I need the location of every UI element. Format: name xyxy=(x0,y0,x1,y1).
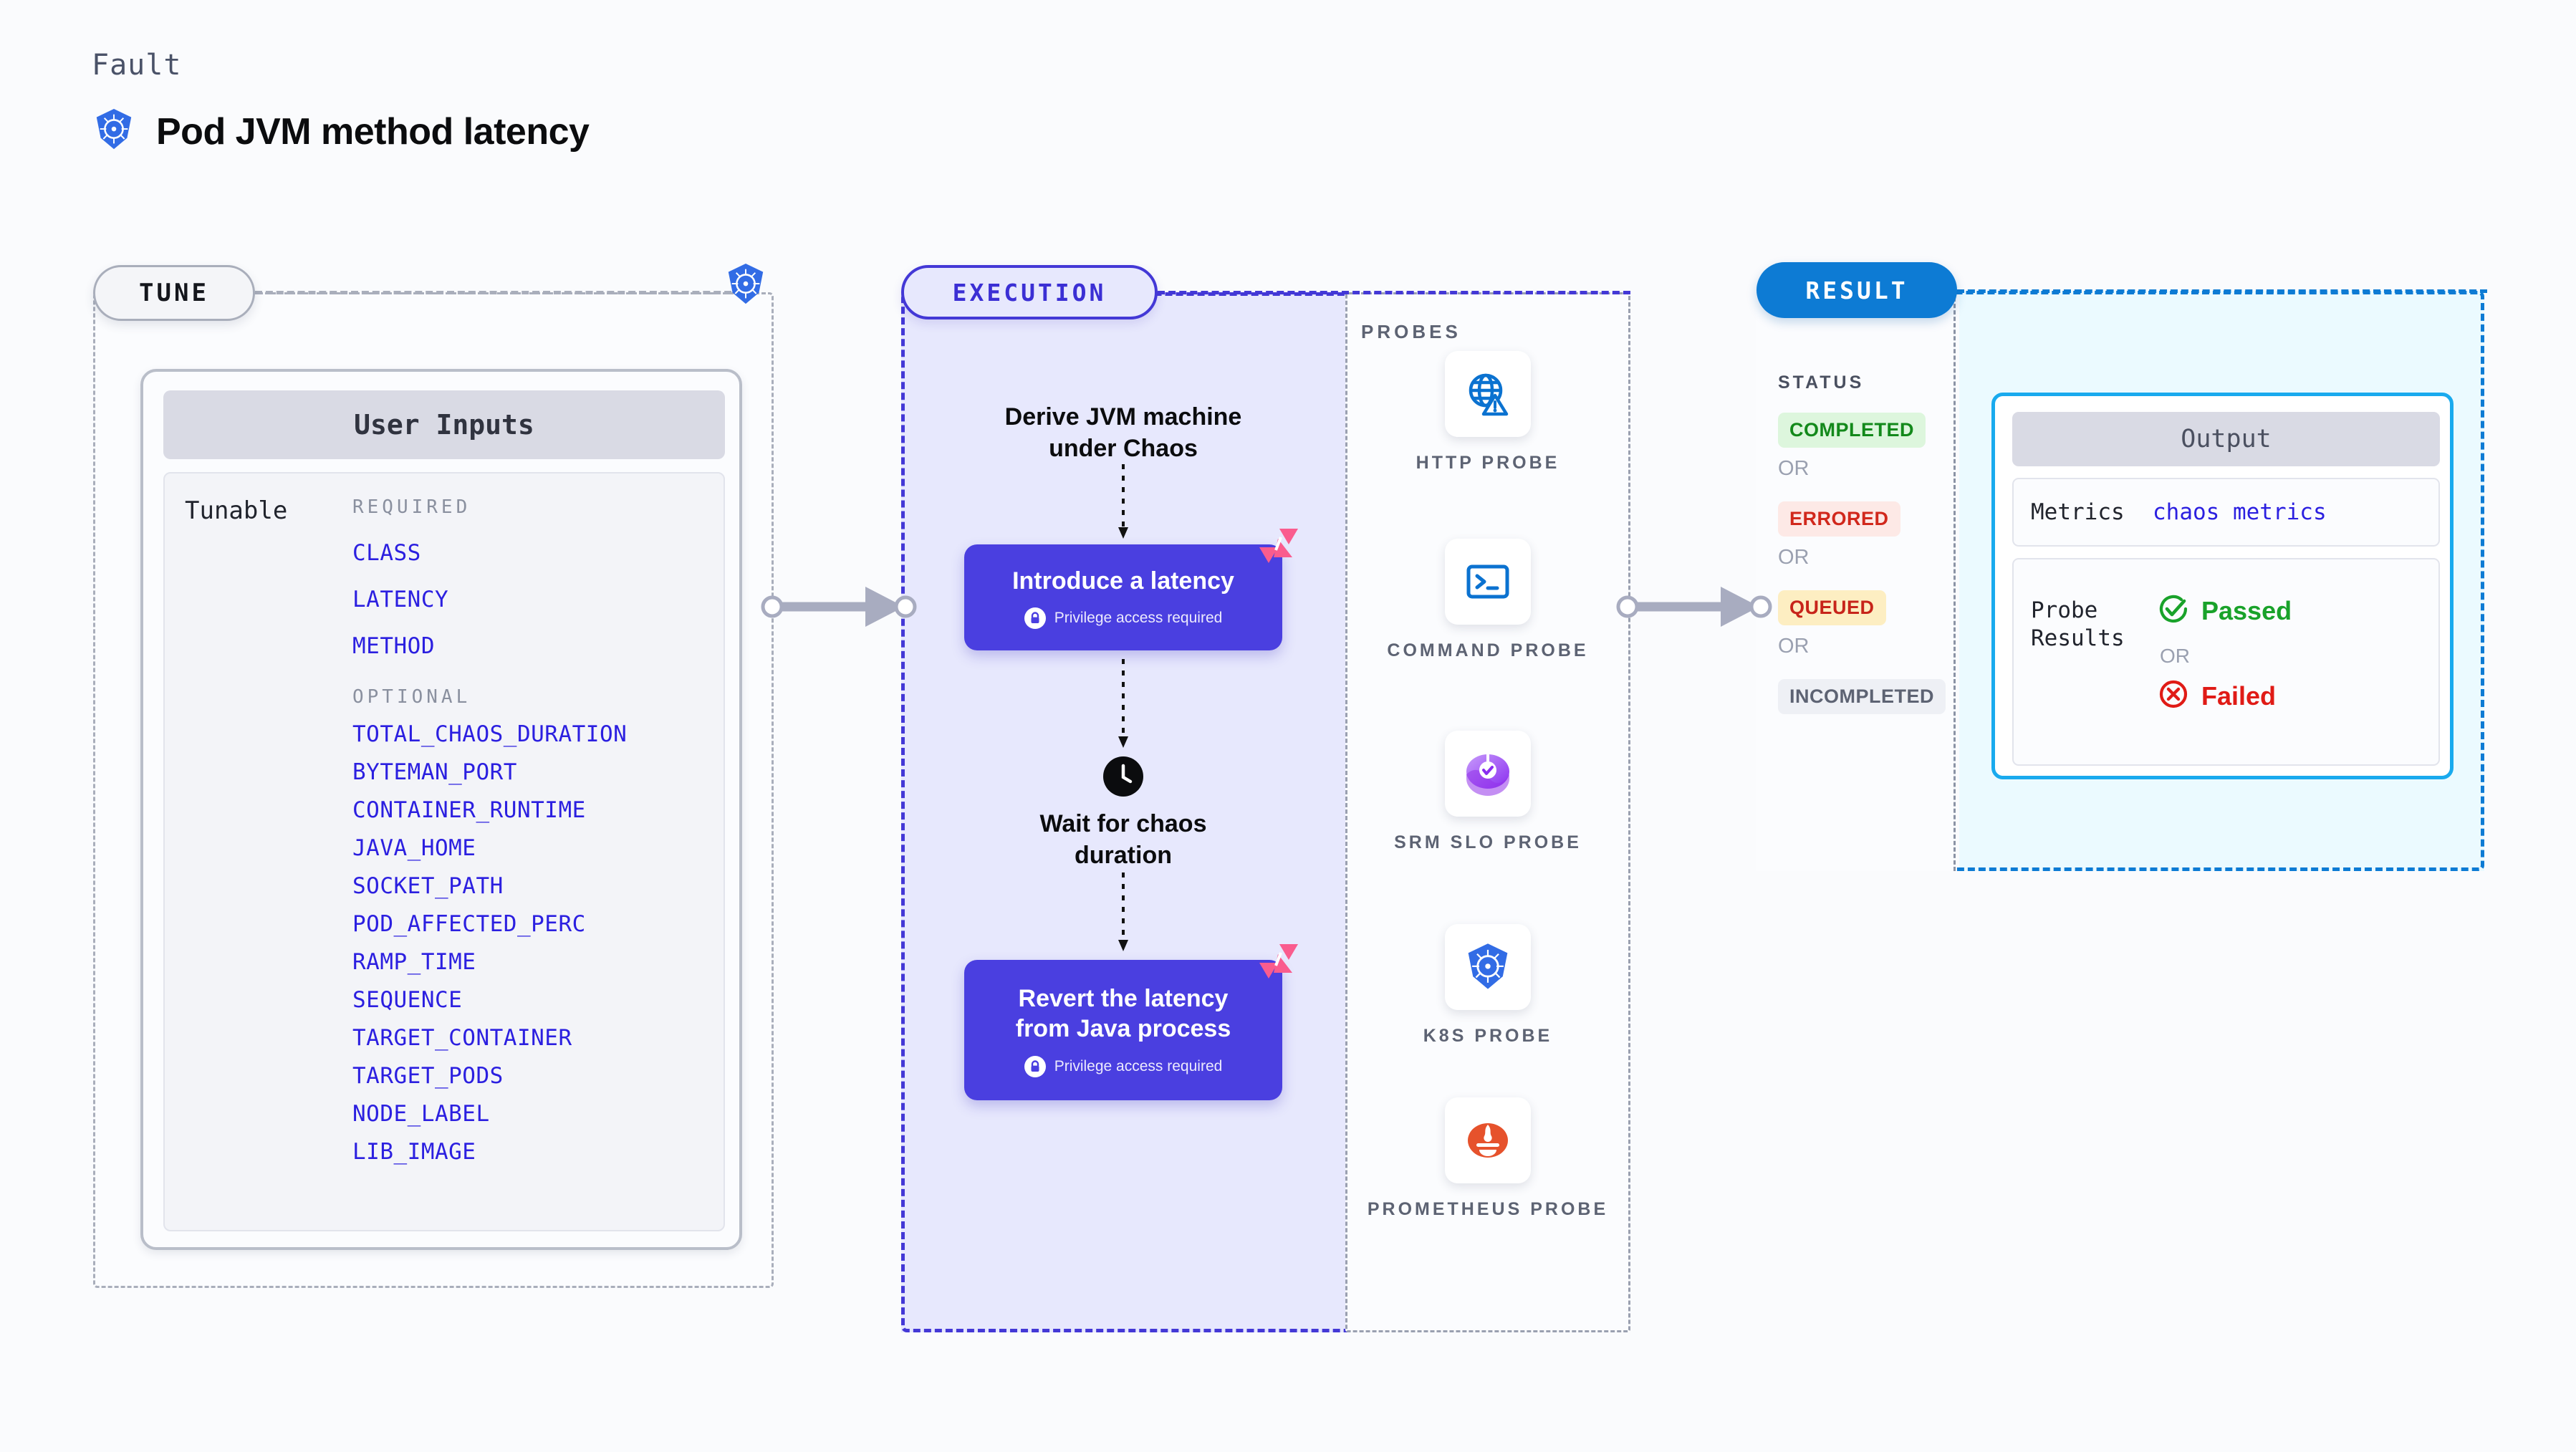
parameter-item[interactable]: RAMP_TIME xyxy=(352,949,476,975)
check-circle-icon xyxy=(2157,592,2190,629)
lock-icon xyxy=(1024,607,1046,630)
connector-tune-to-execution xyxy=(761,587,917,627)
failed-label: Failed xyxy=(2201,681,2277,711)
probe-http[interactable]: HTTP PROBE xyxy=(1345,351,1630,476)
parameter-item[interactable]: NODE_LABEL xyxy=(352,1101,490,1127)
privilege-note: Privilege access required xyxy=(1024,607,1223,630)
status-badge: INCOMPLETED xyxy=(1778,679,1946,714)
output-card: Output Metrics chaos metrics Probe Resul… xyxy=(1991,393,2454,779)
parameter-item[interactable]: TOTAL_CHAOS_DURATION xyxy=(352,721,628,747)
tune-connector-line xyxy=(255,291,742,294)
page-title: Pod JVM method latency xyxy=(156,110,590,153)
page-header: Fault Pod JVM method latency xyxy=(92,49,590,155)
clock-icon xyxy=(1103,756,1143,800)
metrics-row: Metrics chaos metrics xyxy=(2012,478,2440,547)
kubernetes-icon xyxy=(724,262,768,310)
parameter-item[interactable]: TARGET_CONTAINER xyxy=(352,1025,572,1051)
probe-command[interactable]: COMMAND PROBE xyxy=(1345,539,1630,663)
output-title: Output xyxy=(2012,412,2440,466)
parameter-item[interactable]: CLASS xyxy=(352,540,421,566)
connector-execution-to-result xyxy=(1616,587,1772,627)
parameter-item[interactable]: JAVA_HOME xyxy=(352,835,476,861)
or-label: OR xyxy=(2160,645,2190,667)
litmus-icon xyxy=(1259,944,1298,982)
probe-prometheus[interactable]: PROMETHEUS PROBE xyxy=(1345,1097,1630,1222)
status-badge: ERRORED xyxy=(1778,501,1900,537)
privilege-text: Privilege access required xyxy=(1054,1057,1223,1074)
status-badge: COMPLETED xyxy=(1778,413,1926,448)
probe-result-passed: Passed xyxy=(2157,592,2292,629)
flow-step-introduce-latency[interactable]: Introduce a latency Privilege access req… xyxy=(964,529,1298,650)
metrics-value[interactable]: chaos metrics xyxy=(2153,499,2327,525)
parameter-item[interactable]: LATENCY xyxy=(352,587,449,612)
or-label: OR xyxy=(1778,457,1810,480)
user-inputs-card: User Inputs Tunable REQUIRED CLASS LATENCY… xyxy=(140,369,742,1250)
arrow-down-icon xyxy=(1118,659,1128,748)
arrow-down-icon xyxy=(1118,464,1128,539)
parameter-section-heading: OPTIONAL xyxy=(352,686,471,708)
probe-label: SRM SLO PROBE xyxy=(1394,832,1582,852)
fault-kicker: Fault xyxy=(92,49,182,82)
parameter-item[interactable]: METHOD xyxy=(352,633,435,659)
probe-results-key: Probe Results xyxy=(2031,597,2125,651)
parameter-item[interactable]: SEQUENCE xyxy=(352,987,463,1013)
probe-label: HTTP PROBE xyxy=(1416,453,1560,473)
probe-result-failed: Failed xyxy=(2157,678,2292,714)
probe-label: PROMETHEUS PROBE xyxy=(1367,1199,1609,1219)
parameter-item[interactable]: LIB_IMAGE xyxy=(352,1139,476,1165)
user-inputs-title: User Inputs xyxy=(163,390,725,459)
parameter-section-heading: REQUIRED xyxy=(352,496,471,518)
status-label: STATUS xyxy=(1778,372,1865,393)
metrics-key: Metrics xyxy=(2031,499,2125,525)
status-badge: QUEUED xyxy=(1778,590,1886,625)
result-connector-line xyxy=(1957,289,2487,293)
execution-connector-line xyxy=(1158,291,1630,294)
probes-section-label: PROBES xyxy=(1361,321,1461,342)
probe-k8s[interactable]: K8S PROBE xyxy=(1345,924,1630,1049)
kubernetes-icon xyxy=(1445,924,1531,1010)
passed-label: Passed xyxy=(2201,595,2292,625)
or-label: OR xyxy=(1778,635,1810,658)
privilege-text: Privilege access required xyxy=(1054,610,1223,627)
or-label: OR xyxy=(1778,546,1810,569)
kubernetes-icon xyxy=(92,107,136,155)
litmus-icon xyxy=(1259,529,1298,567)
probe-label: COMMAND PROBE xyxy=(1387,640,1589,660)
probe-results-row: Probe Results Passed OR xyxy=(2012,558,2440,766)
srm-slo-icon xyxy=(1445,731,1531,817)
flow-step-title: Introduce a latency xyxy=(1012,567,1234,595)
parameter-list: REQUIRED CLASS LATENCY METHOD OPTIONAL TOTAL_… xyxy=(352,489,711,1163)
privilege-note: Privilege access required xyxy=(1024,1055,1223,1077)
probe-srm-slo[interactable]: SRM SLO PROBE xyxy=(1345,731,1630,855)
execution-pill[interactable]: EXECUTION xyxy=(901,265,1158,319)
parameter-item[interactable]: CONTAINER_RUNTIME xyxy=(352,797,586,823)
x-circle-icon xyxy=(2157,678,2190,714)
prometheus-icon xyxy=(1445,1097,1531,1183)
tune-pill[interactable]: TUNE xyxy=(93,265,255,321)
probe-label: K8S PROBE xyxy=(1423,1026,1553,1046)
arrow-down-icon xyxy=(1118,872,1128,951)
parameter-item[interactable]: BYTEMAN_PORT xyxy=(352,759,517,785)
parameter-item[interactable]: TARGET_PODS xyxy=(352,1063,504,1089)
globe-warning-icon xyxy=(1445,351,1531,437)
tunable-label: Tunable xyxy=(185,496,288,525)
terminal-icon xyxy=(1445,539,1531,625)
result-status-column: STATUS COMPLETED OR ERRORED OR QUEUED OR INCOM… xyxy=(1756,291,1956,871)
parameter-item[interactable]: POD_AFFECTED_PERC xyxy=(352,911,586,937)
lock-icon xyxy=(1024,1055,1046,1077)
result-pill[interactable]: RESULT xyxy=(1756,262,1957,318)
tunable-box: Tunable REQUIRED CLASS LATENCY METHOD OPTION… xyxy=(163,472,725,1231)
title-row: Pod JVM method latency xyxy=(92,107,590,155)
parameter-item[interactable]: SOCKET_PATH xyxy=(352,873,504,899)
